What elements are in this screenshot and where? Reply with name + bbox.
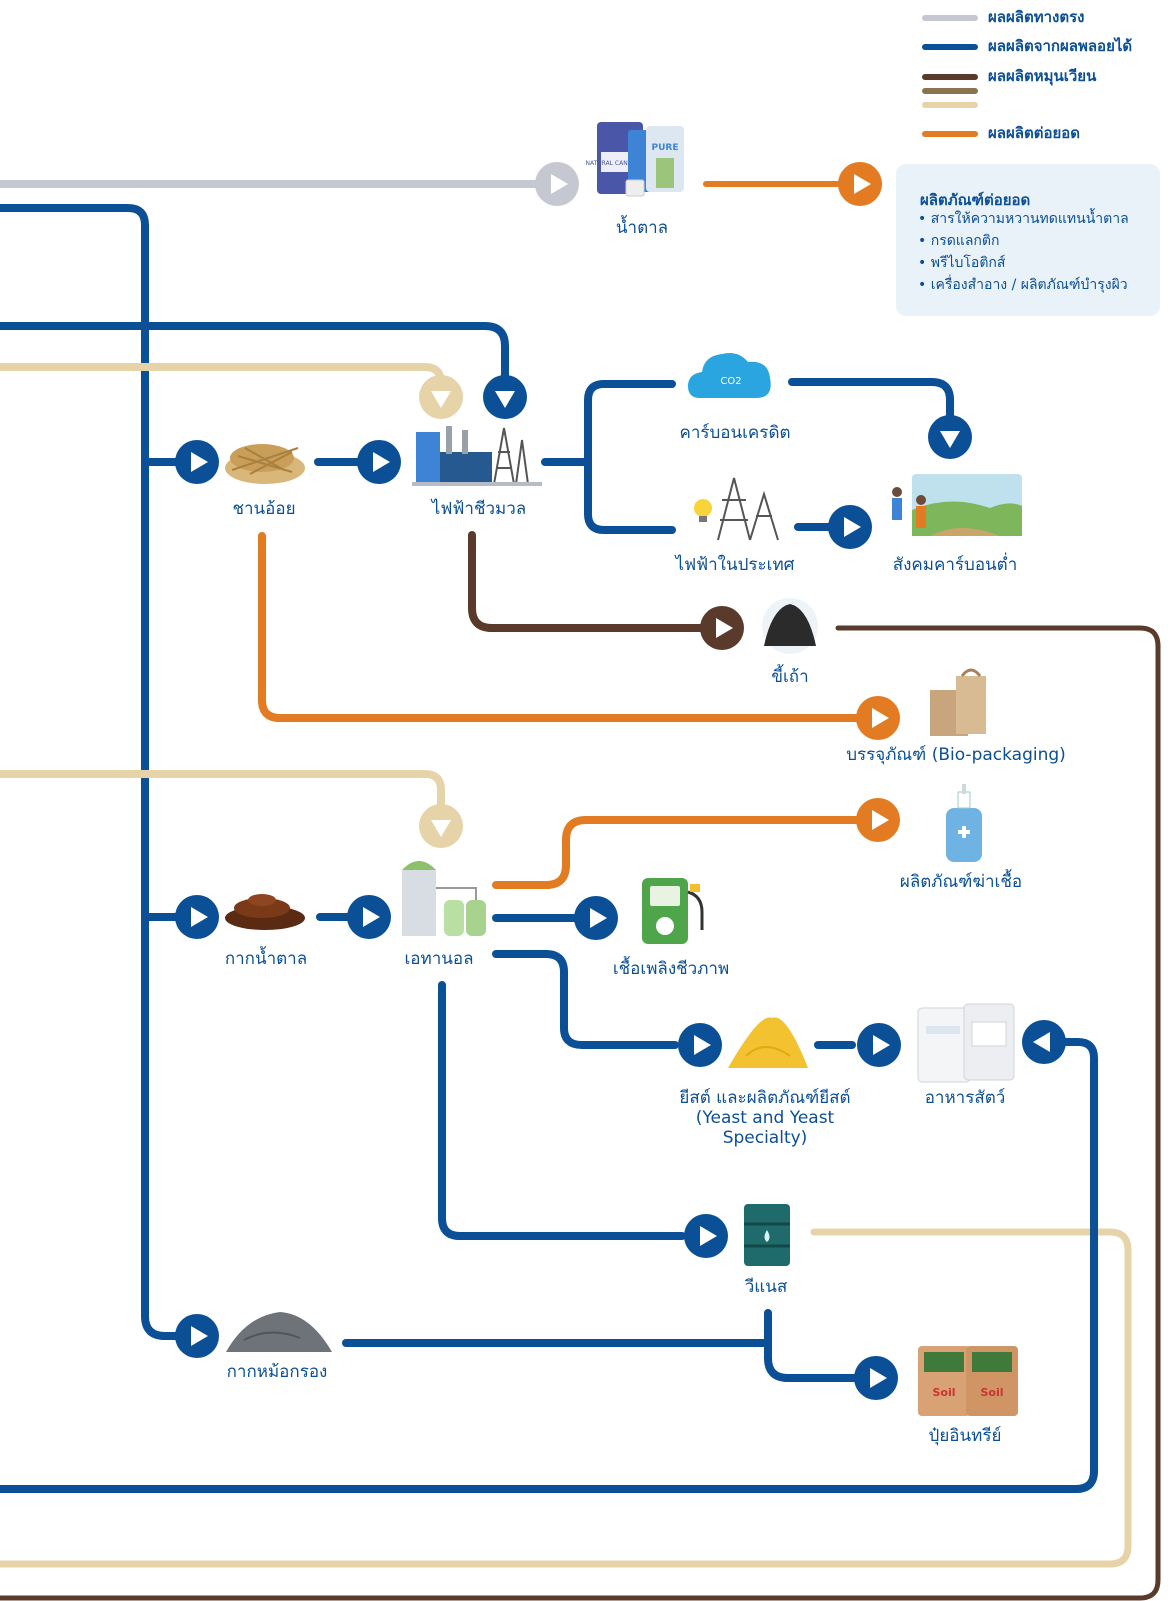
node-label-carbon-credit: คาร์บอนเครดิต (679, 423, 791, 443)
arrow-trunk-bagasse (175, 440, 219, 484)
line-carbon-to-society (788, 378, 954, 428)
bagasse-icon (225, 444, 305, 484)
downstream-products-title: ผลิตภัณฑ์ต่อยอด (920, 191, 1031, 209)
node-label-filter-cake: กากหม้อกรอง (226, 1362, 328, 1382)
line-power-split (541, 380, 676, 534)
legend-swatch-recycled-dark (922, 74, 978, 80)
arrow-packaging (856, 696, 900, 740)
molasses-icon (225, 894, 305, 930)
carbon-credit-cloud-icon: CO2 (688, 353, 771, 398)
node-label-vinasse: วีแนส (744, 1277, 788, 1297)
line-bottom-return (0, 1038, 1098, 1493)
ash-icon (762, 598, 818, 654)
svg-text:CO2: CO2 (720, 376, 741, 387)
vinasse-barrel-icon (744, 1204, 790, 1266)
legend-swatch-recycled-light (922, 102, 978, 108)
svg-text:NATURAL CANE SUGAR: NATURAL CANE SUGAR (585, 160, 654, 167)
node-label-bio-packaging: บรรจุภัณฑ์ (Bio-packaging) (846, 745, 1066, 765)
domestic-power-icon (694, 477, 779, 541)
node-label-ash: ขี้เถ้า (771, 667, 809, 687)
bio-packaging-icon (930, 668, 986, 736)
animal-feed-bags-icon (917, 1003, 1015, 1083)
downstream-product-item: เครื่องสำอาง / ผลิตภัณฑ์บำรุงผิว (918, 274, 1129, 296)
line-byproduct-to-power (0, 322, 509, 402)
node-label-biofuel: เชื้อเพลิงชีวภาพ (612, 959, 730, 979)
downstream-product-item: สารให้ความหวานทดแทนน้ำตาล (918, 208, 1129, 230)
node-label-biomass-power: ไฟฟ้าชีวมวล (431, 499, 527, 519)
line-ethanol-yeast (492, 950, 679, 1049)
arrow-biofuel (574, 896, 618, 940)
biofuel-pump-icon (642, 878, 704, 944)
line-bagasse-packaging (258, 532, 860, 722)
line-ethanol-disinfectant (492, 816, 860, 889)
line-ash-return (0, 625, 1161, 1601)
line-ethanol-vinasse (438, 981, 686, 1240)
organic-fertilizer-bags-icon: Soil Soil (918, 1346, 1018, 1416)
line-recycled-to-ethanol (0, 770, 445, 826)
sugar-product-icon: NATURAL CANE SUGAR PURE (585, 122, 684, 197)
downstream-product-item: พรีไบโอติกส์ (918, 252, 1129, 274)
node-label-organic-fertilizer: ปุ๋ยอินทรีย์ (928, 1426, 1002, 1446)
arrow-sugar-downstream (838, 162, 882, 206)
legend-swatch-downstream (922, 131, 978, 137)
downstream-product-item: กรดแลกติก (918, 230, 1129, 252)
line-vinasse-return (0, 1228, 1132, 1568)
arrow-trunk-molasses (175, 895, 219, 939)
arrow-byproduct-power (483, 375, 527, 419)
arrow-trunk-filtercake (175, 1314, 219, 1358)
node-label-animal-feed: อาหารสัตว์ (924, 1088, 1006, 1108)
arrow-return-feed (1022, 1020, 1066, 1064)
legend-label-downstream: ผลผลิตต่อยอด (988, 124, 1080, 142)
line-vinasse-fertilizer (764, 1309, 862, 1382)
svg-text:Soil: Soil (932, 1386, 955, 1399)
node-label-sugar: น้ำตาล (615, 218, 669, 238)
legend-swatch-direct (922, 15, 978, 21)
arrow-fertilizer (854, 1356, 898, 1400)
line-recycled-to-power (0, 363, 445, 402)
yeast-icon (728, 1017, 808, 1068)
arrow-carbon-society (928, 415, 972, 459)
arrow-disinfectant (856, 798, 900, 842)
svg-text:Soil: Soil (980, 1386, 1003, 1399)
arrow-recycled-power (419, 375, 463, 419)
low-carbon-society-icon (892, 474, 1022, 536)
arrow-animal-feed (857, 1023, 901, 1067)
ethanol-plant-icon (402, 861, 486, 936)
node-label-molasses: กากน้ำตาล (224, 949, 308, 969)
node-label-low-carbon-society: สังคมคาร์บอนต่ำ (892, 555, 1018, 575)
arrow-vinasse (684, 1214, 728, 1258)
filter-cake-icon (226, 1312, 332, 1352)
arrow-power-society (828, 505, 872, 549)
node-label-ethanol: เอทานอล (404, 949, 474, 969)
arrow-yeast (678, 1023, 722, 1067)
node-label-bagasse: ชานอ้อย (232, 499, 296, 519)
downstream-products-list: สารให้ความหวานทดแทนน้ำตาล กรดแลกติก พรีไ… (918, 208, 1129, 296)
arrow-recycled-ethanol (419, 804, 463, 848)
legend-label-direct: ผลผลิตทางตรง (988, 8, 1085, 26)
biomass-power-plant-icon (412, 426, 542, 486)
disinfectant-icon (946, 784, 982, 862)
line-power-to-ash (468, 531, 704, 632)
node-label-domestic-power: ไฟฟ้าในประเทศ (675, 555, 795, 575)
arrow-bagasse-power (357, 440, 401, 484)
legend-label-recycled: ผลผลิตหมุนเวียน (988, 67, 1097, 85)
node-label-yeast: ยีสต์ และผลิตภัณฑ์ยีสต์ (Yeast and Yeast… (679, 1088, 851, 1148)
arrow-sugar-grey (535, 162, 579, 206)
node-label-disinfectant: ผลิตภัณฑ์ฆ่าเชื้อ (899, 872, 1023, 892)
downstream-products-box: ผลิตภัณฑ์ต่อยอด สารให้ความหวานทดแทนน้ำตา… (896, 164, 1160, 316)
svg-text:PURE: PURE (652, 143, 679, 153)
arrow-ash (700, 606, 744, 650)
legend-swatch-byproduct (922, 44, 978, 50)
legend-label-byproduct: ผลผลิตจากผลพลอยได้ (988, 37, 1133, 55)
legend-swatch-recycled-mid (922, 88, 978, 94)
arrow-molasses-ethanol (347, 895, 391, 939)
